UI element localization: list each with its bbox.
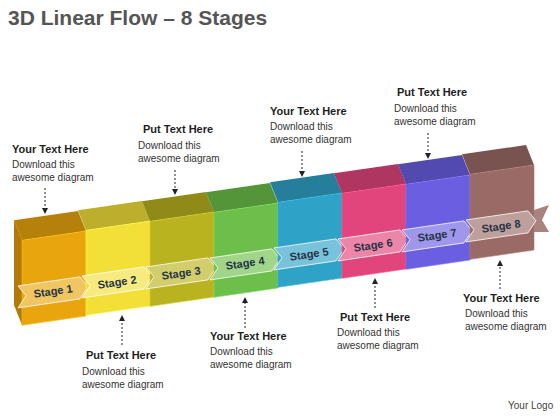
segment-ribbon — [146, 258, 216, 289]
callout-heading: Put Text Here — [340, 311, 410, 323]
segment-ribbon — [466, 211, 536, 242]
segment-shape — [456, 141, 550, 263]
callout-text: Download this awesome diagram — [337, 326, 427, 352]
leader-arrow — [375, 281, 376, 308]
leader-arrow — [500, 263, 501, 289]
stage-segment: Stage 8 — [456, 141, 550, 263]
callout-text: Download this awesome diagram — [138, 139, 228, 165]
callout-heading: Put Text Here — [143, 123, 213, 135]
segment-ribbon — [18, 277, 88, 308]
callout-text: Download this awesome diagram — [394, 102, 484, 128]
segment-ribbon — [274, 239, 344, 270]
logo-text: Your Logo — [508, 400, 553, 411]
callout-text: Download this awesome diagram — [12, 158, 102, 184]
callout-heading: Put Text Here — [397, 86, 467, 98]
callout-heading: Your Text Here — [270, 105, 347, 117]
segment-ribbon — [210, 248, 280, 279]
callout-text: Download this awesome diagram — [82, 365, 172, 391]
leader-arrow — [122, 318, 123, 345]
callout-heading: Your Text Here — [463, 292, 540, 304]
segment-ribbon — [82, 267, 152, 298]
segment-ribbon — [338, 230, 408, 261]
callout-text: Download this awesome diagram — [465, 307, 555, 333]
leader-arrow — [175, 170, 176, 192]
leader-arrow — [245, 300, 246, 328]
ribbon-tail — [534, 205, 549, 232]
diagram-title: 3D Linear Flow – 8 Stages — [8, 6, 267, 30]
callout-heading: Your Text Here — [210, 330, 287, 342]
callout-heading: Put Text Here — [86, 349, 156, 361]
callout-heading: Your Text Here — [12, 143, 89, 155]
leader-arrow — [45, 188, 46, 211]
leader-arrow — [428, 133, 429, 156]
callout-text: Download this awesome diagram — [210, 345, 300, 371]
leader-arrow — [302, 151, 303, 174]
segment-ribbon — [402, 220, 472, 251]
callout-text: Download this awesome diagram — [270, 120, 360, 146]
